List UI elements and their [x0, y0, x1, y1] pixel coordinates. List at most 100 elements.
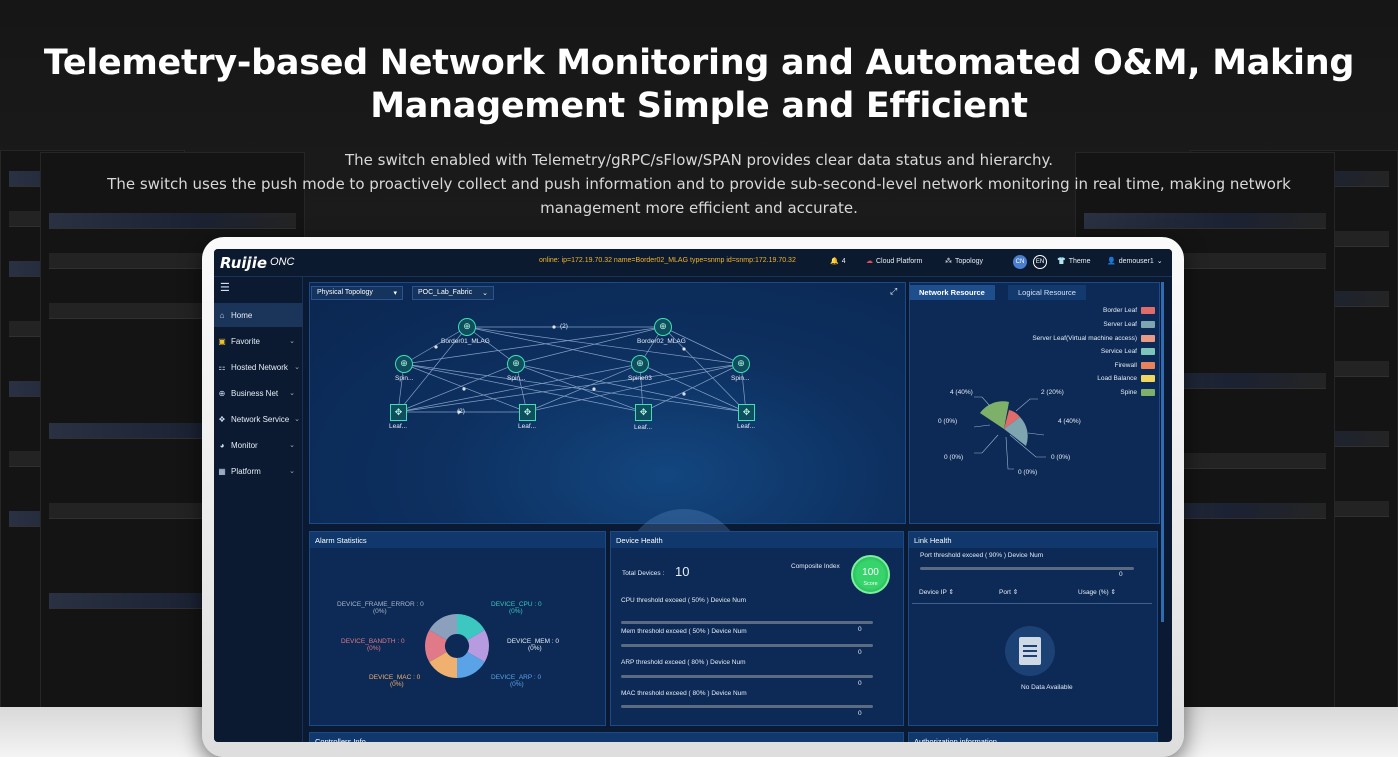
- spine-switch-icon[interactable]: ⊕: [507, 355, 525, 373]
- donut-slice-mem: [467, 630, 489, 662]
- rose-slice-spine: [980, 401, 1009, 429]
- alarm-statistics-title: Alarm Statistics: [310, 532, 605, 548]
- spine-switch-icon[interactable]: ⊕: [631, 355, 649, 373]
- sidebar-item-monitor[interactable]: ◕ Monitor ⌄: [214, 433, 303, 457]
- theme-button[interactable]: 👕 Theme: [1057, 257, 1091, 266]
- port-threshold-label: Port threshold exceed ( 90% ) Device Num: [920, 552, 1044, 559]
- chevron-down-icon: ⌄: [289, 390, 295, 397]
- border-switch-icon[interactable]: ⊕: [458, 318, 476, 336]
- mem-threshold-value: 0: [858, 649, 862, 656]
- ruijie-logo: Ruijie: [220, 254, 268, 272]
- rose-label: 0 (0%): [1018, 469, 1038, 476]
- legend-service-leaf: Service Leaf: [1101, 348, 1155, 355]
- alerts-count: 4: [841, 257, 846, 265]
- chevron-down-icon: ⌄: [289, 442, 295, 449]
- rose-label: 0 (0%): [1051, 454, 1071, 461]
- sidebar-item-hosted-network[interactable]: ⚏ Hosted Network ⌄: [214, 355, 303, 379]
- node-label-border02: Border02_MLAG: [637, 338, 686, 345]
- topology-button[interactable]: ⁂ Topology: [945, 257, 984, 266]
- alerts-button[interactable]: 🔔 4: [830, 257, 846, 266]
- fabric-select[interactable]: POC_Lab_Fabric ⌄: [412, 286, 494, 300]
- node-label-spine03: Spine03: [628, 375, 652, 382]
- topology-view-label: Physical Topology: [317, 289, 373, 296]
- rose-label: 0 (0%): [944, 454, 964, 461]
- legend-server-leaf: Server Leaf: [1103, 321, 1155, 328]
- legend-server-leaf-vm: Server Leaf(Virtual machine access): [1032, 335, 1155, 342]
- node-label-spine04: Spin...: [731, 375, 750, 382]
- total-devices-value: 10: [675, 564, 690, 579]
- scrollbar[interactable]: [1161, 282, 1164, 622]
- leaf-switch-icon[interactable]: ✥: [519, 404, 536, 421]
- donut-slice-arp: [457, 652, 485, 678]
- legend-load-balance: Load Balance: [1097, 375, 1155, 382]
- rose-slice-server-leaf: [1004, 417, 1028, 446]
- donut-slice-frame: [429, 614, 457, 640]
- cloud-platform-button[interactable]: ☁ Cloud Platform: [866, 257, 922, 266]
- services-icon: ❖: [218, 414, 226, 424]
- theme-label: Theme: [1068, 257, 1091, 265]
- sidebar-item-business-net[interactable]: ⊕ Business Net ⌄: [214, 381, 303, 405]
- device-health-title: Device Health: [611, 532, 903, 548]
- expand-icon[interactable]: ⤢: [890, 286, 898, 296]
- online-status: online: ip=172.19.70.32 name=Border02_ML…: [539, 257, 796, 264]
- col-port[interactable]: Port ⇕: [999, 589, 1019, 596]
- chevron-down-icon: ⌄: [289, 338, 295, 345]
- sidebar-item-network-service[interactable]: ❖ Network Service ⌄: [214, 407, 303, 431]
- hero-subtitle: The switch enabled with Telemetry/gRPC/s…: [90, 148, 1308, 220]
- controllers-info-title: Controllers Info: [310, 733, 903, 742]
- tab-network-resource[interactable]: Network Resource: [909, 285, 995, 300]
- port-threshold-bar: [920, 567, 1134, 570]
- arp-threshold-bar: [621, 675, 873, 678]
- arp-threshold-label: ARP threshold exceed ( 80% ) Device Num: [621, 659, 746, 666]
- mac-threshold-bar: [621, 705, 873, 708]
- mac-threshold-value: 0: [858, 710, 862, 717]
- donut-slice-bandth: [425, 630, 447, 662]
- score-badge: 100 Score: [851, 555, 890, 594]
- chevron-down-icon: ⌄: [482, 290, 488, 297]
- alarm-label-bandth: DEVICE_BANDTH : 0: [341, 638, 405, 645]
- col-usage[interactable]: Usage (%) ⇕: [1078, 589, 1116, 596]
- globe-icon: ⊕: [218, 388, 226, 398]
- alarm-pct-mem: (0%): [528, 645, 542, 652]
- home-icon: ⌂: [219, 310, 225, 320]
- topology-view-select[interactable]: Physical Topology ▾: [311, 286, 403, 300]
- lang-cn-button[interactable]: CN: [1013, 255, 1027, 269]
- resource-panel: [909, 282, 1160, 524]
- monitor-icon: ◕: [219, 440, 225, 450]
- user-menu[interactable]: 👤 demouser1 ⌄: [1107, 257, 1163, 266]
- col-device-ip[interactable]: Device IP ⇕: [919, 589, 954, 596]
- controllers-info-panel: Controllers Info: [309, 732, 904, 742]
- chevron-down-icon: ⌄: [1156, 258, 1163, 265]
- donut-slice-cpu: [457, 614, 485, 640]
- leaf-switch-icon[interactable]: ✥: [390, 404, 407, 421]
- tab-logical-resource[interactable]: Logical Resource: [1008, 285, 1086, 300]
- top-bar: Ruijie ONC online: ip=172.19.70.32 name=…: [214, 249, 1172, 277]
- rose-label: 2 (20%): [1041, 389, 1064, 396]
- alarm-label-arp: DEVICE_ARP : 0: [491, 674, 542, 681]
- sidebar-item-favorite[interactable]: ▣ Favorite ⌄: [214, 329, 303, 353]
- mac-threshold-label: MAC threshold exceed ( 80% ) Device Num: [621, 690, 747, 697]
- sidebar-item-platform[interactable]: ▦ Platform ⌄: [214, 459, 303, 483]
- caret-down-icon: ▾: [393, 290, 397, 297]
- spine-switch-icon[interactable]: ⊕: [395, 355, 413, 373]
- border-switch-icon[interactable]: ⊕: [654, 318, 672, 336]
- link-label: (2): [457, 408, 465, 415]
- product-name: ONC: [270, 256, 295, 268]
- sidebar-item-label: Monitor: [231, 440, 258, 450]
- leaf-switch-icon[interactable]: ✥: [738, 404, 755, 421]
- leaf-switch-icon[interactable]: ✥: [635, 404, 652, 421]
- port-threshold-value: 0: [1119, 571, 1123, 578]
- legend-firewall: Firewall: [1115, 362, 1155, 369]
- sidebar-item-home[interactable]: ⌂ Home: [214, 303, 303, 327]
- rose-label: 0 (0%): [938, 418, 958, 425]
- lang-en-button[interactable]: EN: [1033, 255, 1047, 269]
- node-label-leaf02: Leaf...: [518, 423, 537, 430]
- menu-icon[interactable]: ☰: [220, 282, 230, 294]
- link-health-title: Link Health: [909, 532, 1157, 548]
- cpu-threshold-bar: [621, 621, 873, 624]
- cpu-threshold-label: CPU threshold exceed ( 50% ) Device Num: [621, 597, 746, 604]
- spine-switch-icon[interactable]: ⊕: [732, 355, 750, 373]
- node-label-leaf03: Leaf...: [634, 424, 653, 431]
- topology-label: Topology: [955, 257, 984, 265]
- hero-subtitle-line1: The switch enabled with Telemetry/gRPC/s…: [344, 151, 1054, 169]
